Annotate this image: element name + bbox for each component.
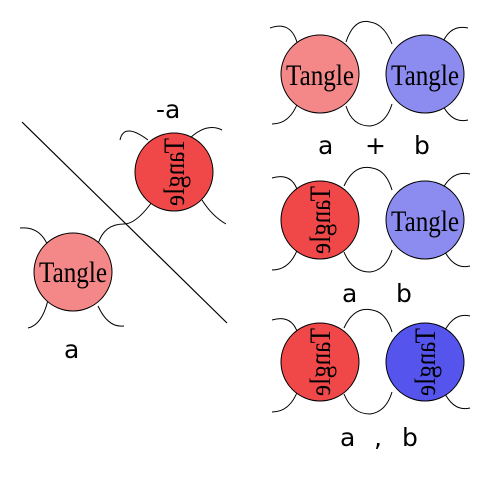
strand-tangle-mirror-top-left [119, 130, 149, 141]
row3-tangle-b-word: Tangle [409, 328, 442, 396]
row1-strand-outer-top-left [269, 25, 299, 47]
row3-strand-outer-top-left [271, 318, 299, 335]
row2-strand-link-top [343, 166, 393, 191]
row2-strand-outer-bottom-left [271, 247, 299, 271]
row1-label-a: a [318, 131, 333, 160]
row3-strand-link-bottom [343, 391, 393, 415]
tangle-a-disk [33, 232, 113, 312]
row2-label-a: a [342, 279, 357, 308]
row3-separator-comma: , [374, 423, 382, 452]
row1-tangle-b-word: Tangle [391, 59, 459, 92]
tangle-mirror-disk [134, 132, 214, 212]
row3-tangle-a-word: Tangle [304, 328, 337, 396]
strand-tangle-a-top-left [19, 227, 49, 247]
row2-tangle-a-disk [280, 180, 360, 260]
row1-operator-plus: + [365, 131, 386, 160]
row3-tangle-a-disk [280, 322, 360, 402]
strand-tangle-mirror-bottom-right [201, 199, 227, 225]
row3-strand-outer-bottom-right [443, 391, 471, 410]
tangle-a-word: Tangle [39, 256, 107, 289]
row1-label-b: b [414, 131, 430, 160]
row2-label-b: b [396, 279, 412, 308]
row3-strand-outer-top-right [443, 314, 471, 333]
row1-strand-outer-bottom-left [271, 101, 299, 125]
mirror-line [21, 121, 228, 324]
row3-label-a: a [340, 423, 355, 452]
row1-tangle-a-disk [280, 34, 360, 114]
row1-strand-link-top [345, 20, 393, 45]
mirrored-tangle-label: -a [156, 95, 180, 124]
tangle-mirror-word: Tangle [158, 138, 191, 206]
row2-tangle-b-disk [385, 180, 465, 260]
row3-strand-link-top [343, 308, 393, 333]
row3-label-b: b [402, 423, 418, 452]
row3-strand-outer-bottom-left [271, 389, 299, 413]
row2-tangle-b-word: Tangle [391, 205, 459, 238]
strand-tangle-a-bottom-left [27, 299, 49, 329]
row1-tangle-b-disk [385, 34, 465, 114]
row2-strand-link-bottom [343, 249, 393, 273]
row1-tangle-a-word: Tangle [286, 59, 354, 92]
row3-tangle-b-disk [385, 322, 465, 402]
row1-strand-link-bottom [345, 103, 393, 127]
row2-strand-outer-top-left [271, 176, 299, 193]
strand-tangle-a-bottom-right [97, 305, 125, 327]
row2-tangle-a-word: Tangle [304, 186, 337, 254]
row2-strand-outer-bottom-right [443, 249, 471, 268]
tangle-a-label: a [64, 335, 79, 364]
connecting-strand [97, 201, 153, 245]
